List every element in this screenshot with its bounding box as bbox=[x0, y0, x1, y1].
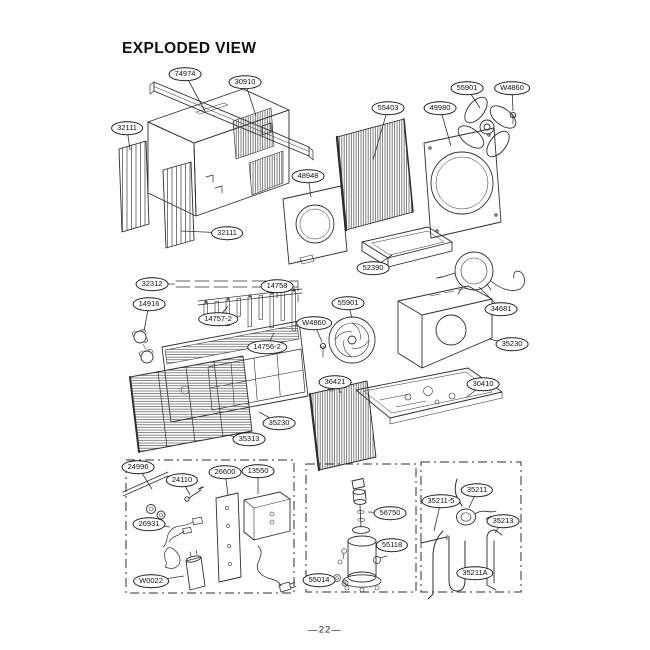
leader-lines bbox=[126, 73, 514, 582]
page-title: EXPLODED VIEW bbox=[122, 40, 257, 57]
page-number: —22— bbox=[308, 624, 342, 636]
